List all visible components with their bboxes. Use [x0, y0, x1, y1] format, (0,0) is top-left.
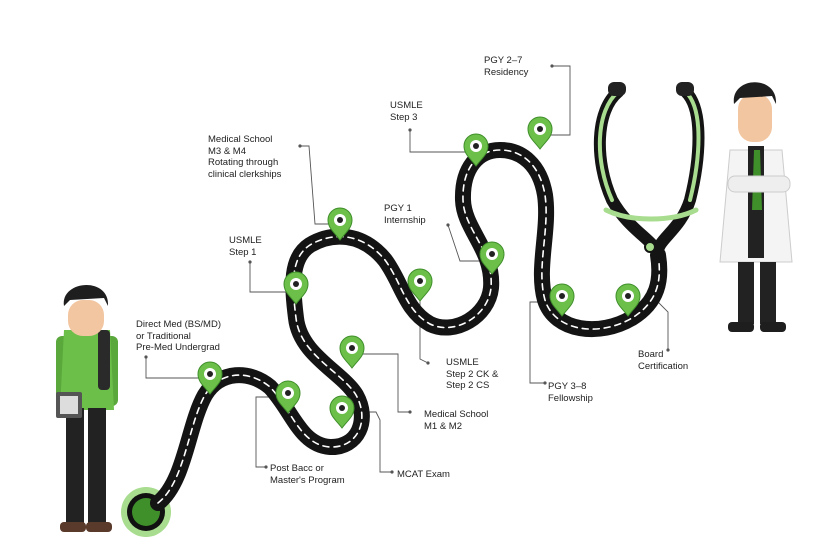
milestone-pin-direct-med	[197, 361, 223, 395]
milestone-pin-usmle-step1	[283, 271, 309, 305]
label-med-school-m1-m2: Medical School M1 & M2	[424, 409, 489, 432]
milestone-pin-usmle-step3	[463, 133, 489, 167]
label-pgy2-7: PGY 2–7 Residency	[484, 55, 529, 78]
milestone-pin-board	[615, 283, 641, 317]
milestone-pin-post-bacc	[275, 380, 301, 414]
milestone-pin-mcat	[329, 395, 355, 429]
label-usmle-step2: USMLE Step 2 CK & Step 2 CS	[446, 357, 499, 391]
milestone-pin-pgy2-7	[527, 116, 553, 150]
milestone-pin-pgy3-8	[549, 283, 575, 317]
label-post-bacc: Post Bacc or Master's Program	[270, 463, 345, 486]
label-mcat: MCAT Exam	[397, 469, 450, 480]
milestone-pin-med-school-m3-m4	[327, 207, 353, 241]
label-pgy1: PGY 1 Internship	[384, 203, 426, 226]
winding-road	[150, 142, 668, 511]
milestone-pin-med-school-m1-m2	[339, 335, 365, 369]
milestone-pin-usmle-step2	[407, 268, 433, 302]
student-figure	[56, 284, 118, 532]
leader-dots	[144, 64, 670, 474]
label-board: Board Certification	[638, 349, 689, 372]
milestone-pin-pgy1	[479, 241, 505, 275]
leader-lines	[145, 65, 669, 473]
label-pgy3-8: PGY 3–8 Fellowship	[548, 381, 593, 404]
doctor-figure	[719, 82, 793, 332]
stethoscope-earpieces	[608, 82, 694, 96]
label-usmle-step1: USMLE Step 1	[229, 235, 262, 258]
label-direct-med: Direct Med (BS/MD) or Traditional Pre-Me…	[136, 319, 221, 353]
label-usmle-step3: USMLE Step 3	[390, 100, 423, 123]
stethoscope	[593, 86, 705, 261]
label-med-school-m3-m4: Medical School M3 & M4 Rotating through …	[208, 134, 282, 180]
milestone-pins	[197, 116, 641, 429]
